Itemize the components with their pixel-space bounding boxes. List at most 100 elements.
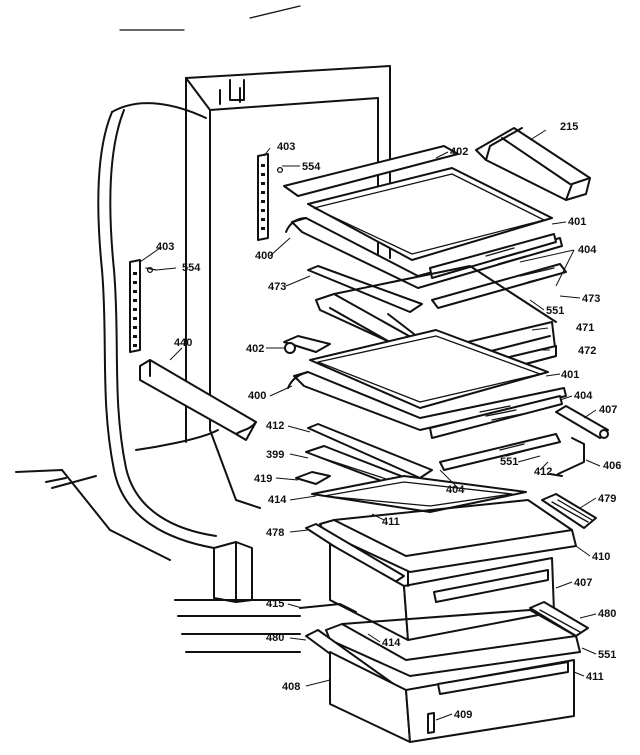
ladder-slot (133, 335, 137, 338)
shelf-frame-middle-rail (429, 395, 563, 439)
cabinet-top-stub (119, 5, 301, 31)
callout-415: 415 (266, 598, 284, 610)
shelf-frame-upper-slots (485, 247, 527, 265)
callout-403-left: 403 (156, 241, 174, 253)
crisper-pan-rear (333, 265, 557, 323)
shelf-frame-middle-body (293, 371, 567, 431)
shelf-strip-lower-right (439, 433, 561, 471)
door-gasket-outer (97, 111, 215, 549)
callout-407-upper: 407 (599, 404, 617, 416)
cabinet-front-foot (213, 541, 253, 603)
callout-554-right: 554 (302, 161, 321, 173)
shelf-frame-middle-hook (287, 371, 309, 389)
callout-215: 215 (560, 121, 578, 133)
shelf-strip-lower-left (307, 423, 433, 479)
callout-402-top: 402 (450, 146, 468, 158)
callout-403-right: 403 (277, 141, 295, 153)
callout-478: 478 (266, 527, 284, 539)
drawer-slide-right-upper (541, 493, 597, 529)
pan-cover-glass-inner (323, 481, 513, 507)
callout-410: 410 (592, 551, 610, 563)
shelf-front-rail (283, 145, 459, 197)
callout-404-lower: 404 (446, 484, 465, 496)
callout-554-left: 554 (182, 262, 201, 274)
ladder-slot (133, 344, 137, 347)
trim-strip-curl (235, 421, 257, 435)
callout-402-middle: 402 (246, 343, 264, 355)
cabinet-base-lines (174, 599, 301, 653)
crisper-pan-divider (387, 313, 415, 335)
callout-411-lower: 411 (586, 671, 604, 683)
drawer-lower-handle (437, 661, 569, 695)
callout-408: 408 (282, 681, 300, 693)
callout-400-upper: 400 (255, 250, 273, 262)
ladder-slot (261, 164, 265, 167)
ladder-slot (261, 200, 265, 203)
ladder-slot (133, 308, 137, 311)
ladder-slot (261, 173, 265, 176)
shelf-rod-middle (283, 335, 331, 354)
cabinet-floor-inner (209, 429, 261, 509)
shelf-frame-middle-slots (479, 405, 523, 421)
cabinet-hinge-block (229, 79, 245, 101)
trim-strip-body (139, 359, 257, 441)
ladder-slot (133, 299, 137, 302)
shelf-frame-upper-hook (285, 217, 307, 233)
leader-lines (139, 129, 601, 721)
callout-411-upper: 411 (382, 516, 400, 528)
drawer-slide-right-lower-ridge (539, 609, 581, 633)
ladder-slot (133, 290, 137, 293)
callout-440: 440 (174, 337, 192, 349)
side-rod-upper-body (555, 405, 609, 439)
drawer-frame-lower-rear (341, 609, 577, 637)
ladder-slot (133, 317, 137, 320)
callout-551-lower: 551 (598, 649, 616, 661)
rod-end-cap (284, 342, 296, 354)
callout-400-middle: 400 (248, 390, 266, 402)
callout-404-middle: 404 (574, 390, 593, 402)
callout-471: 471 (576, 322, 594, 334)
cabinet-floor-tick (45, 477, 67, 483)
pan-cover-glass-body (311, 475, 527, 513)
upper-drawer (305, 499, 577, 641)
shelf-strip-lower-ribs (499, 443, 529, 457)
wire-bracket-end (549, 473, 563, 477)
callout-labels: 215 402 403 554 401 404 403 554 400 473 … (156, 121, 621, 721)
lower-drawer-guide (299, 603, 357, 613)
wire-bracket-body (557, 437, 585, 475)
cabinet-shelf-support (135, 429, 219, 451)
callout-419: 419 (254, 473, 272, 485)
shelf-ladder-left (129, 259, 157, 353)
rod-end-cap (599, 429, 609, 439)
callout-412-right: 412 (534, 466, 552, 478)
ladder-slot (133, 272, 137, 275)
callout-399: 399 (266, 449, 284, 461)
screw-icon (276, 166, 284, 174)
shelf-frame-middle (287, 371, 567, 439)
dairy-bin-edge (565, 177, 591, 201)
callout-551-middle: 551 (500, 456, 518, 468)
cabinet-floor-left (15, 469, 171, 561)
door-gasket-inner (109, 109, 217, 537)
shelf-ladder-right (257, 153, 284, 241)
wire-bracket (549, 437, 585, 477)
callout-414-upper: 414 (268, 494, 287, 506)
ladder-slot (133, 326, 137, 329)
lower-drawer (299, 601, 589, 743)
shelf-rod-middle-body (283, 335, 331, 353)
shelf-glass-middle (309, 329, 549, 409)
callout-407-lower: 407 (574, 577, 592, 589)
drawer-frame-lower (325, 623, 581, 677)
shelf-strip-lower (307, 423, 561, 479)
callout-412-left: 412 (266, 420, 284, 432)
drawer-frame-upper-rear (333, 499, 573, 531)
ladder-slot (261, 191, 265, 194)
callout-401-upper: 401 (568, 216, 586, 228)
screw-icon (146, 266, 154, 274)
dairy-bin (475, 127, 591, 201)
dairy-bin-lip (501, 137, 571, 185)
crisper-strip-ribs (519, 267, 561, 283)
drawer-lower-label-plate (427, 712, 435, 734)
